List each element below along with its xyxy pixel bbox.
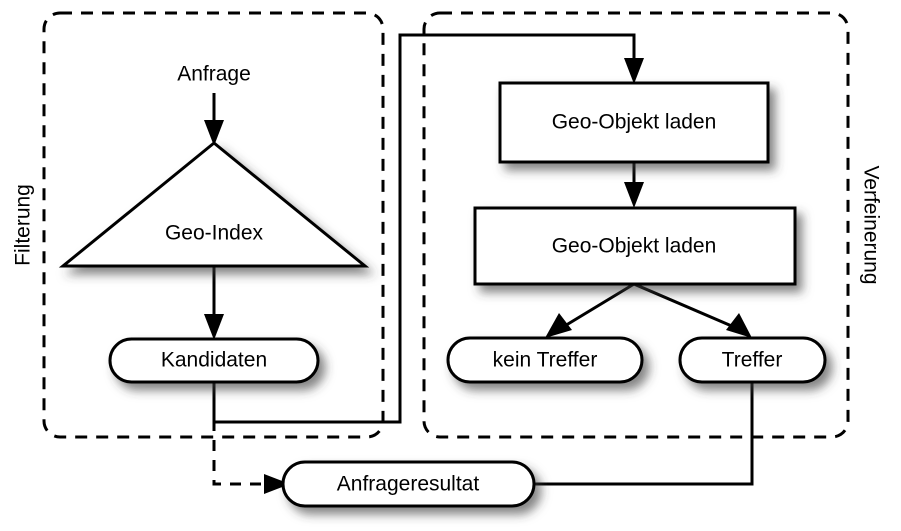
group-filterung-label: Filterung: [12, 184, 35, 266]
edge-geo-objekt-laden-1-to-geo-objekt-laden-2: [624, 162, 644, 208]
node-kein-treffer[interactable]: kein Treffer: [446, 336, 644, 384]
edge-treffer-to-anfrageresultat: [534, 380, 754, 486]
node-geo-index[interactable]: Geo-Index: [58, 141, 370, 268]
group-verfeinerung-label: Verfeinerung: [859, 165, 882, 284]
node-treffer[interactable]: Treffer: [678, 336, 827, 384]
group-verfeinerung: Verfeinerung: [422, 11, 882, 439]
edge-geo-objekt-laden-2-to-treffer-line: [633, 282, 735, 329]
node-geo-objekt-laden-2-shape[interactable]: [473, 206, 797, 286]
edge-geo-objekt-laden-2-to-kein-treffer-arrowhead: [545, 313, 572, 338]
edge-kandidaten-to-geo-objekt-laden-1-arrowhead: [624, 58, 644, 84]
edge-geo-objekt-laden-2-to-treffer: [633, 282, 752, 338]
node-geo-objekt-laden-1[interactable]: Geo-Objekt laden: [498, 81, 770, 164]
edge-geo-objekt-laden-2-to-kein-treffer: [545, 282, 635, 338]
edge-kandidaten-to-anfrageresultat: [212, 380, 290, 494]
node-treffer-label: Treffer: [722, 349, 783, 372]
node-kandidaten-label: Kandidaten: [161, 349, 267, 372]
node-geo-index-shape[interactable]: [58, 141, 370, 268]
edge-kandidaten-to-geo-objekt-laden-1-line: [212, 33, 636, 424]
group-filterung-border: [42, 11, 385, 439]
node-geo-objekt-laden-1-shape[interactable]: [498, 81, 770, 164]
edge-treffer-to-anfrageresultat-line: [534, 380, 754, 486]
edge-kandidaten-to-anfrageresultat-arrowhead: [264, 474, 290, 494]
node-kein-treffer-shape[interactable]: [446, 336, 644, 384]
node-geo-index-label: Geo-Index: [165, 222, 264, 245]
node-anfrage: Anfrage: [177, 63, 251, 86]
group-verfeinerung-border: [422, 11, 850, 439]
node-anfrageresultat[interactable]: Anfrageresultat: [281, 460, 536, 508]
edge-geo-objekt-laden-2-to-treffer-arrowhead: [726, 313, 752, 338]
node-geo-objekt-laden-2-label: Geo-Objekt laden: [552, 235, 717, 258]
node-geo-objekt-laden-1-label: Geo-Objekt laden: [552, 111, 717, 134]
node-anfrage-label: Anfrage: [177, 63, 251, 86]
node-treffer-shape[interactable]: [678, 336, 827, 384]
node-kandidaten-shape[interactable]: [108, 337, 320, 384]
edge-kandidaten-to-geo-objekt-laden-1: [212, 33, 644, 424]
edge-geo-objekt-laden-1-to-2-arrowhead: [624, 182, 644, 208]
node-anfrageresultat-label: Anfrageresultat: [337, 473, 480, 496]
edge-kandidaten-to-anfrageresultat-line: [212, 380, 262, 486]
edge-geo-index-to-kandidaten: [204, 266, 224, 340]
edge-geo-index-to-kandidaten-arrowhead: [204, 314, 224, 340]
node-anfrageresultat-shape[interactable]: [281, 460, 536, 508]
node-geo-objekt-laden-2[interactable]: Geo-Objekt laden: [473, 206, 797, 286]
node-kandidaten[interactable]: Kandidaten: [108, 337, 320, 384]
edge-geo-objekt-laden-2-to-kein-treffer-line: [562, 282, 635, 329]
edge-anfrage-to-geo-index: [204, 93, 224, 146]
group-filterung: Filterung: [12, 11, 385, 439]
node-kein-treffer-label: kein Treffer: [493, 349, 598, 372]
edge-anfrage-to-geo-index-arrowhead: [204, 120, 224, 146]
